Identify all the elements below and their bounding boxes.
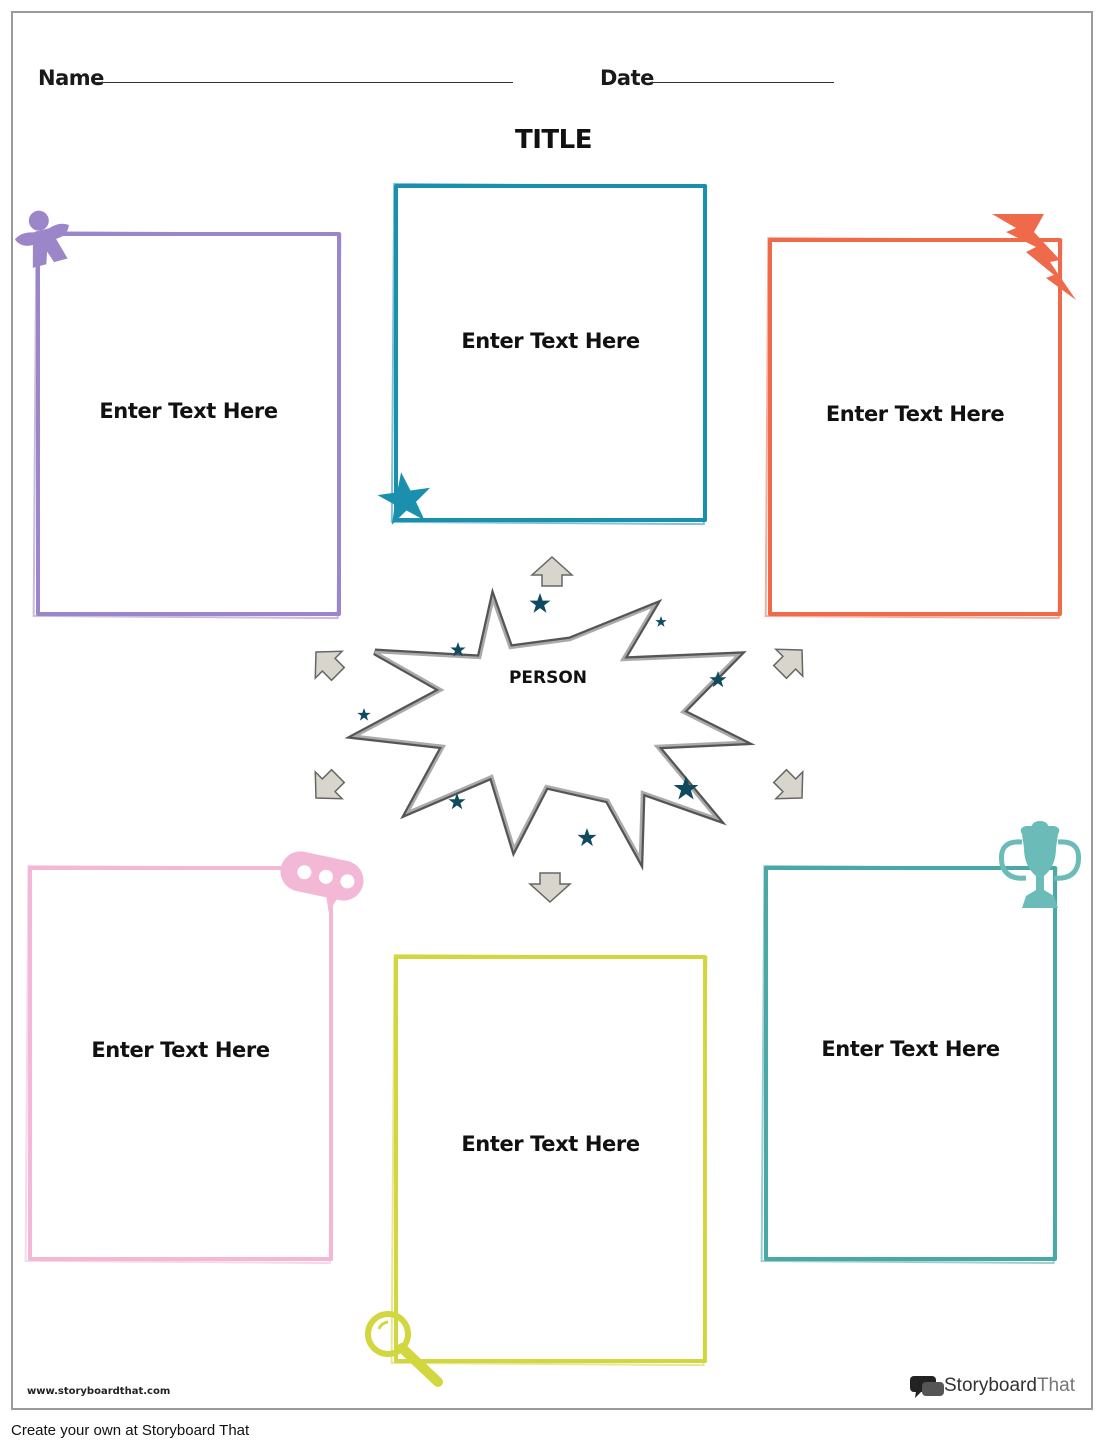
center-person-label[interactable]: PERSON: [508, 668, 588, 688]
footer-cta[interactable]: Create your own at Storyboard That: [11, 1422, 250, 1439]
brand-name-part2: That: [1036, 1375, 1075, 1396]
text-box-4-label[interactable]: Enter Text Here: [91, 1038, 270, 1062]
date-field-line[interactable]: [650, 82, 834, 83]
website-url[interactable]: www.storyboardthat.com: [27, 1386, 171, 1397]
text-box-5[interactable]: Enter Text Here: [394, 955, 707, 1363]
text-box-1-label[interactable]: Enter Text Here: [99, 399, 278, 423]
text-box-4[interactable]: Enter Text Here: [28, 866, 333, 1261]
text-box-3[interactable]: Enter Text Here: [768, 238, 1062, 616]
page-title[interactable]: TITLE: [515, 125, 592, 155]
brand-name[interactable]: StoryboardThat: [944, 1375, 1075, 1397]
text-box-1[interactable]: Enter Text Here: [36, 232, 341, 616]
date-label: Date: [600, 66, 654, 90]
name-label: Name: [38, 66, 104, 90]
text-box-6-label[interactable]: Enter Text Here: [821, 1037, 1000, 1061]
brand-name-part1: Storyboard: [944, 1375, 1037, 1396]
text-box-3-label[interactable]: Enter Text Here: [825, 402, 1005, 426]
text-box-5-label[interactable]: Enter Text Here: [461, 1132, 640, 1156]
text-box-6[interactable]: Enter Text Here: [764, 866, 1057, 1261]
text-box-2[interactable]: Enter Text Here: [394, 184, 707, 522]
name-field-line[interactable]: [96, 82, 513, 83]
text-box-2-label[interactable]: Enter Text Here: [461, 329, 640, 353]
